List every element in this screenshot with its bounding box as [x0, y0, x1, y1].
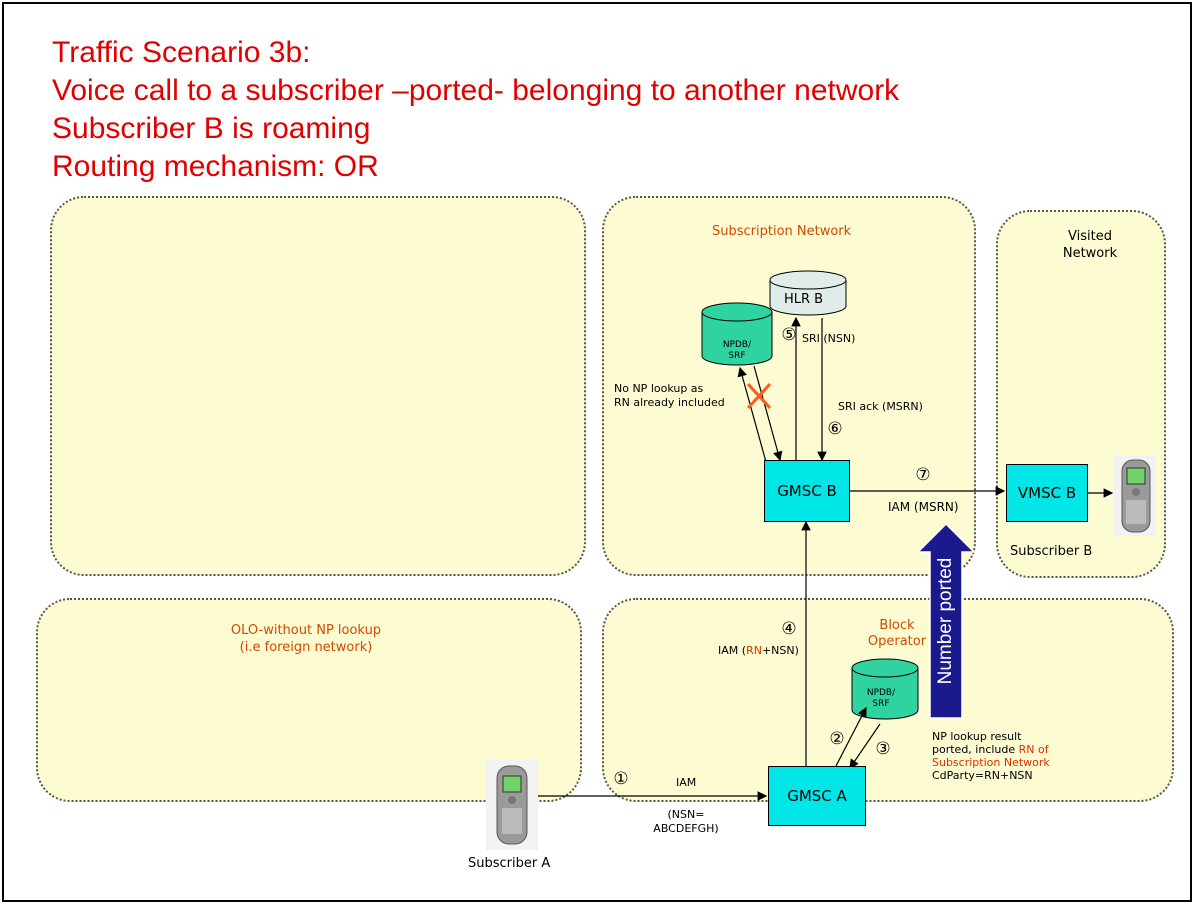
subscription-network-label: Subscription Network	[712, 224, 852, 239]
iam4-prefix: IAM (	[718, 644, 747, 657]
title-line-1: Traffic Scenario 3b:	[52, 36, 311, 69]
title-line-2: Voice call to a subscriber –ported- belo…	[52, 74, 900, 107]
olo-label: OLO-without NP lookup (i.e foreign netwo…	[196, 622, 416, 656]
npdb-bottom-line-2: SRF	[872, 699, 890, 709]
nsn-label-line-2: ABCDEFGH)	[653, 822, 719, 835]
iam4-suffix: +NSN)	[761, 644, 799, 657]
gmsc-a-node: GMSC A	[768, 766, 866, 826]
subscriber-b-label: Subscriber B	[1010, 544, 1093, 559]
npdb-top-line-2: SRF	[728, 351, 746, 361]
arrow-gmsca-to-npdb	[835, 706, 867, 767]
npdb-top-cylinder	[701, 302, 773, 366]
empty-network-region	[50, 196, 586, 576]
step-2-marker: ②	[829, 729, 845, 749]
nsn-label-line-1: (NSN=	[667, 808, 705, 821]
iam-label: IAM	[676, 776, 697, 789]
nsn-label: (NSN= ABCDEFGH)	[646, 808, 726, 836]
np-result-line-4: CdParty=RN+NSN	[932, 769, 1033, 782]
np-result-line-1: NP lookup result	[932, 730, 1022, 743]
iam4-rn: RN	[746, 644, 762, 657]
step-6-marker: ⑥	[827, 419, 843, 439]
no-np-line-2: RN already included	[614, 396, 725, 409]
sri-label: SRI (NSN)	[802, 332, 856, 345]
slide-title: Traffic Scenario 3b: Voice call to a sub…	[52, 34, 899, 186]
no-np-line-1: No NP lookup as	[614, 382, 704, 395]
npdb-bottom-cylinder	[851, 658, 919, 720]
npdb-top-line-1: NPDB/	[722, 340, 752, 350]
number-ported-arrow	[916, 522, 976, 719]
title-line-3: Subscriber B is roaming	[52, 112, 371, 145]
gmsc-b-node: GMSC B	[764, 460, 850, 522]
block-operator-label: Block Operator	[842, 618, 952, 650]
npdb-top-label: NPDB/ SRF	[712, 340, 762, 362]
block-operator-line-2: Operator	[867, 634, 927, 649]
subscriber-a-label: Subscriber A	[468, 856, 551, 871]
block-operator-line-1: Block	[879, 618, 915, 633]
subscriber-a-phone-icon	[486, 760, 538, 850]
vmsc-b-node: VMSC B	[1006, 464, 1088, 522]
olo-label-line-2: (i.e foreign network)	[239, 640, 373, 655]
iam-rn-nsn-label: IAM (RN+NSN)	[718, 644, 799, 657]
subscriber-b-phone-icon	[1114, 456, 1156, 536]
hlr-b-cylinder	[769, 270, 847, 316]
cross-mark	[746, 382, 772, 410]
step-1-marker: ①	[613, 769, 629, 789]
visited-label-line-1: Visited	[1068, 229, 1112, 244]
np-result-line-2: ported, include	[932, 743, 1019, 756]
arrow-npdb-to-gmscb	[753, 365, 783, 462]
sri-ack-label: SRI ack (MSRN)	[838, 400, 923, 413]
np-lookup-result-note: NP lookup result ported, include RN of S…	[932, 730, 1050, 782]
step-4-marker: ④	[781, 619, 797, 639]
number-ported-label: Number ported	[935, 557, 956, 685]
title-line-4: Routing mechanism: OR	[52, 150, 379, 183]
visited-label-line-2: Network	[1062, 246, 1118, 261]
np-result-line-3: Subscription Network	[932, 756, 1050, 769]
hlr-b-label: HLR B	[784, 292, 824, 307]
np-result-rn-of: RN of	[1018, 743, 1049, 756]
npdb-bottom-line-1: NPDB/	[866, 688, 896, 698]
iam-msrn-label: IAM (MSRN)	[888, 500, 959, 514]
visited-network-label: Visited Network	[1040, 228, 1140, 262]
npdb-bottom-label: NPDB/ SRF	[856, 688, 906, 710]
step-5-marker: ⑤	[781, 325, 797, 345]
arrow-npdb-to-gmsca	[849, 723, 881, 769]
step-3-marker: ③	[875, 739, 891, 759]
olo-label-line-1: OLO-without NP lookup	[230, 623, 382, 638]
arrow-gmscb-to-npdb	[737, 366, 767, 463]
step-7-marker: ⑦	[915, 465, 931, 485]
no-np-lookup-note: No NP lookup as RN already included	[614, 382, 725, 410]
